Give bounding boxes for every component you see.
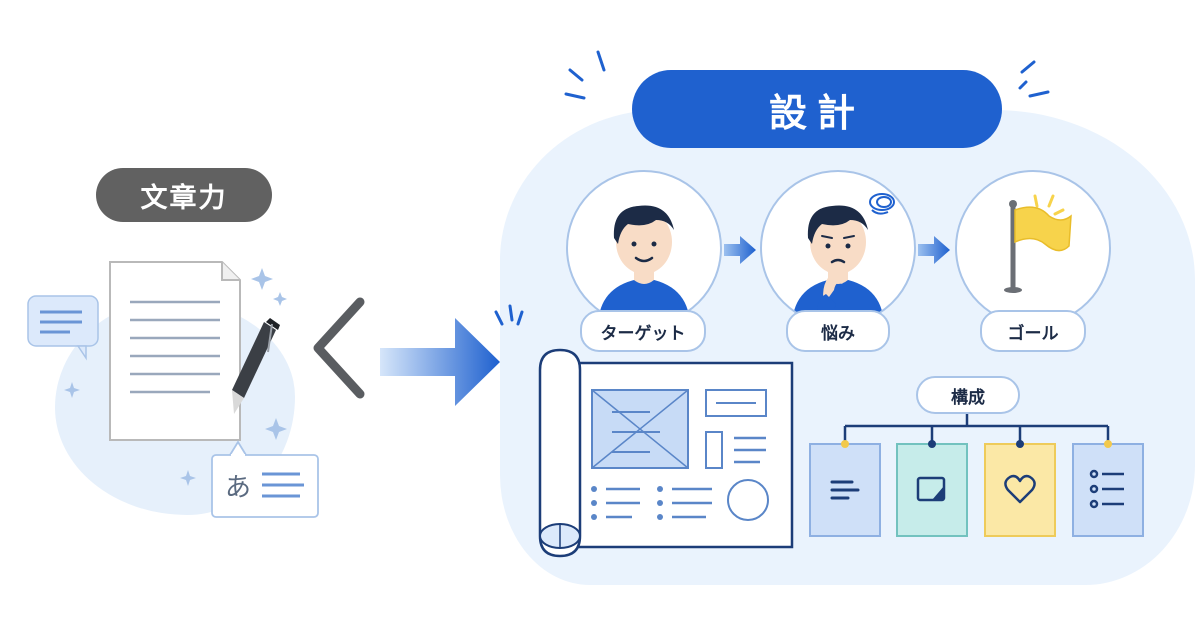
emphasis-marks-icon [494,50,1050,326]
design-title: 設計 [632,70,1002,148]
shape-square-icon [916,476,946,502]
sparkle-icon [64,268,287,486]
text-lines-icon [830,480,860,500]
chat-bubble-icon [27,295,99,361]
japanese-speech-bubble-icon: あ [211,440,319,518]
structure-card-4 [1072,440,1144,537]
structure-card-3 [984,440,1056,537]
step-arrow-1 [724,236,756,264]
worry-label: 悩み [786,310,890,352]
structure-card-1 [809,440,881,537]
confusion-scribble-icon [869,193,895,215]
worry-circle [760,170,916,326]
blueprint-scroll-icon [538,348,794,558]
checklist-icon [1089,469,1124,509]
big-right-arrow-icon [380,318,500,406]
thinking-person-icon [792,193,895,324]
yellow-flag-icon [1004,194,1072,293]
target-circle [566,170,722,326]
heart-icon [1004,474,1036,504]
less-than-symbol [313,297,365,399]
pen-icon [232,318,280,414]
structure-label: 構成 [916,376,1020,414]
writing-skill-label: 文章力 [96,168,272,222]
goal-circle [955,170,1111,326]
target-label: ターゲット [580,310,706,352]
structure-card-2 [896,440,968,537]
goal-label: ゴール [980,310,1086,352]
speech-bubble-char: あ [225,473,251,503]
step-arrow-2 [918,236,950,264]
smiling-person-icon [598,205,690,324]
document-icon [109,261,241,441]
structure-tree-lines [843,412,1110,442]
